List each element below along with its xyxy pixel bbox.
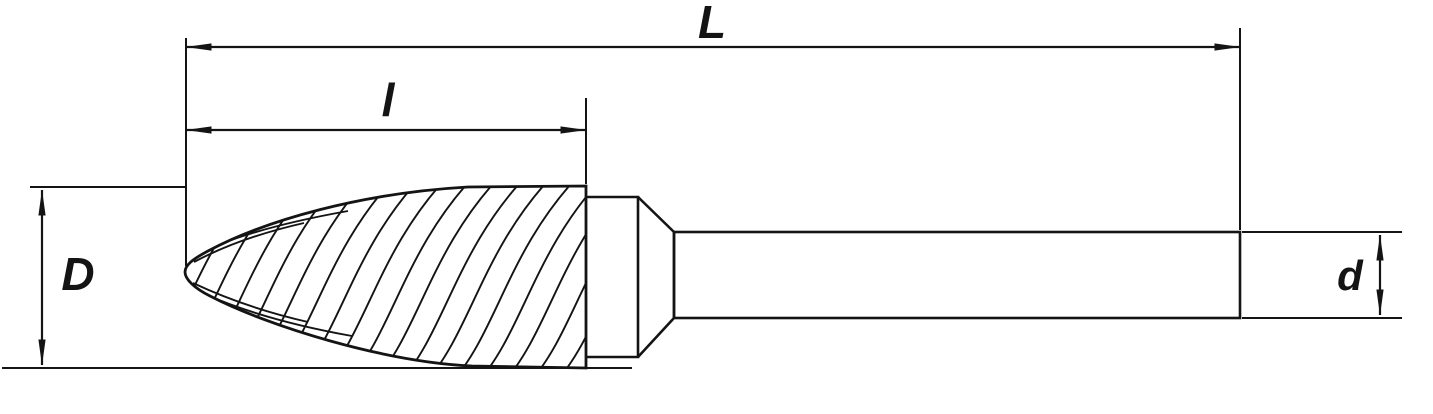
shank-outline [672, 230, 1242, 320]
dim-label-head-diameter: D [61, 248, 94, 300]
taper-cone-outline [637, 196, 676, 358]
dim-label-head-length: l [382, 74, 396, 126]
collar-outline [586, 195, 640, 359]
burr-body [183, 184, 1242, 370]
dimension-lines [38, 43, 1384, 366]
cutting-head-outline [183, 184, 588, 370]
extension-lines [2, 28, 1402, 369]
dim-label-overall-length: L [698, 0, 726, 48]
dimension-labels: L l D d [61, 0, 1364, 300]
dim-label-shank-diameter: d [1337, 252, 1364, 299]
